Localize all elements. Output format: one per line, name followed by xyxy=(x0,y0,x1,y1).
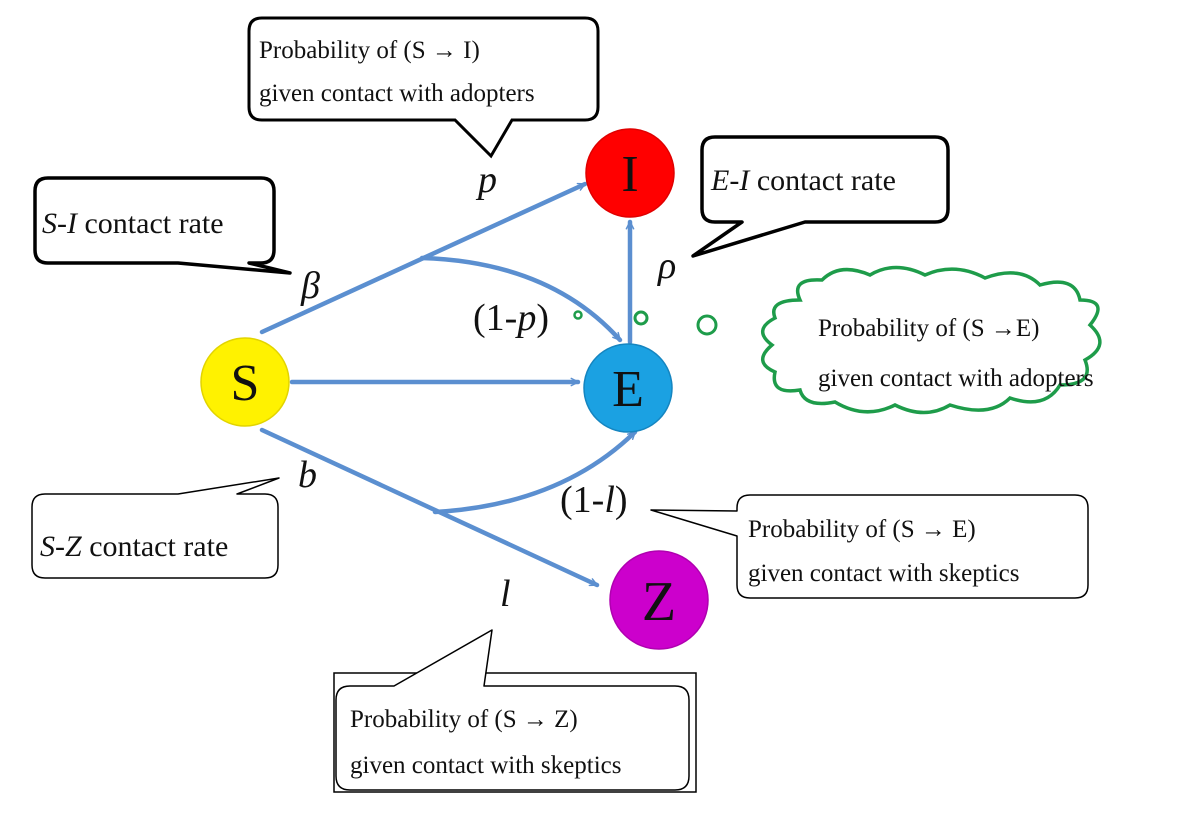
param-one-minus-p-close: ) xyxy=(536,297,549,339)
callout-prob-s-to-z-line2: given contact with skeptics xyxy=(350,752,621,779)
callout-prob-s-to-z-bubble xyxy=(335,629,690,791)
node-s: S xyxy=(200,337,290,427)
callout-sz-contact-rate-label: contact rate xyxy=(82,530,229,563)
node-i-label: I xyxy=(621,146,638,203)
callout-si-contact-rate-label: contact rate xyxy=(77,207,224,240)
node-z: Z xyxy=(609,550,709,650)
callout-prob-s-to-e-skeptics-line2: given contact with skeptics xyxy=(748,560,1019,587)
callout-prob-s-to-i-line1: Probability of (S → I) xyxy=(259,37,480,64)
callout-prob-s-to-z: Probability of (S → Z) given contact wit… xyxy=(333,629,697,793)
param-one-minus-l-close: ) xyxy=(615,479,628,521)
callout-prob-s-to-z-frame xyxy=(333,672,697,793)
callout-sz-contact-rate-bubble xyxy=(31,477,280,579)
node-e-circle xyxy=(583,343,673,433)
callout-si-contact-rate: S-I contact rate xyxy=(33,176,292,275)
node-e: E xyxy=(583,343,673,433)
callout-prob-s-to-e-skeptics-line1: Probability of (S → E) xyxy=(748,516,976,543)
param-beta: β xyxy=(300,265,320,307)
param-one-minus-p: (1-p) xyxy=(473,297,549,339)
callout-sz-contact-rate-italic: S-Z xyxy=(40,530,82,563)
callout-sz-contact-rate-text: S-Z contact rate xyxy=(40,530,228,563)
edge-s-to-z xyxy=(259,427,600,588)
node-z-label: Z xyxy=(642,571,676,633)
callout-si-contact-rate-text: S-I contact rate xyxy=(42,207,224,240)
callout-ei-contact-rate-italic: E-I xyxy=(710,164,751,197)
edge-s-to-e-via-adopters xyxy=(419,255,623,343)
param-b: b xyxy=(298,454,317,496)
thought-cloud-line2: given contact with adopters xyxy=(818,365,1094,392)
callout-prob-s-to-i-line2: given contact with adopters xyxy=(259,80,535,107)
param-p: p xyxy=(475,159,497,201)
param-rho: ρ xyxy=(657,245,676,287)
node-s-circle xyxy=(200,337,290,427)
callout-prob-s-to-z-line1: Probability of (S → Z) xyxy=(350,706,578,733)
callout-prob-s-to-e-skeptics: Probability of (S → E) given contact wit… xyxy=(650,494,1089,599)
callout-ei-contact-rate-bubble xyxy=(691,135,950,258)
thought-dot-large xyxy=(696,314,718,336)
callout-prob-s-to-i: Probability of (S → I) given contact wit… xyxy=(247,16,600,159)
edge-s-to-e-via-skeptics xyxy=(432,429,638,515)
node-i-circle xyxy=(585,128,675,218)
node-i: I xyxy=(585,128,675,218)
param-one-minus-p-open: (1- xyxy=(473,297,517,339)
thought-cloud-line1: Probability of (S →E) xyxy=(818,315,1040,342)
param-one-minus-l-open: (1- xyxy=(560,479,604,521)
callout-si-contact-rate-bubble xyxy=(33,176,292,275)
thought-dot-small xyxy=(573,310,583,320)
callout-ei-contact-rate-text: E-I contact rate xyxy=(710,164,896,197)
param-one-minus-l: (1-l) xyxy=(560,479,628,521)
callout-prob-s-to-i-bubble xyxy=(247,16,600,159)
thought-cloud-prob-s-to-e-adopters: Probability of (S →E) given contact with… xyxy=(573,265,1102,415)
edges xyxy=(259,181,638,588)
node-e-label: E xyxy=(612,361,644,418)
callout-sz-contact-rate: S-Z contact rate xyxy=(31,477,280,579)
callout-ei-contact-rate-label: contact rate xyxy=(749,164,896,197)
callout-si-contact-rate-italic: S-I xyxy=(42,207,79,240)
node-z-circle xyxy=(609,550,709,650)
thought-dot-medium xyxy=(633,310,649,326)
callout-prob-s-to-e-skeptics-bubble xyxy=(650,494,1089,599)
node-s-label: S xyxy=(231,355,260,412)
param-one-minus-p-var: p xyxy=(514,297,536,339)
thought-cloud-bubble xyxy=(761,265,1102,415)
param-one-minus-l-var: l xyxy=(604,479,615,521)
param-l: l xyxy=(500,573,511,615)
callout-ei-contact-rate: E-I contact rate xyxy=(691,135,950,258)
